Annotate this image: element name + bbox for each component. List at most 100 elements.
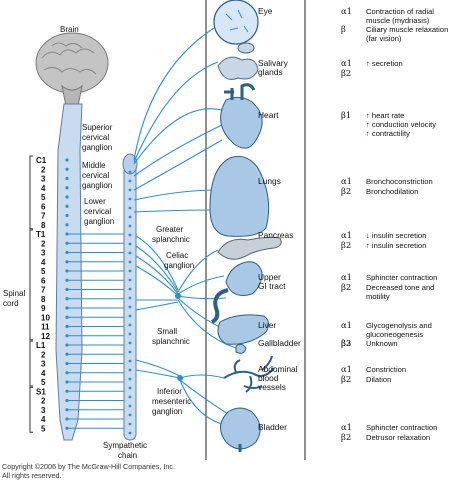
nerve-fiber: [133, 209, 219, 213]
effect-text: ↑ insulin secretion: [366, 241, 426, 250]
cord-dot: [65, 176, 69, 181]
nerve-fiber: [135, 301, 179, 311]
superior-cervical-label-3: ganglion: [82, 143, 112, 152]
segment-label: 5: [41, 424, 46, 433]
chain-dot: [128, 386, 132, 390]
segment-label: 6: [41, 276, 46, 285]
organ-name: Bladder: [258, 422, 287, 432]
cord-dot: [65, 232, 69, 236]
nerve-fiber: [133, 27, 215, 161]
superior-cervical-label-2: cervical: [82, 133, 109, 142]
effect-text: Ciliary muscle relaxation: [366, 25, 448, 34]
chain-dot: [128, 170, 132, 174]
organ-name: Upper: [258, 272, 281, 282]
receptor-label: α1: [341, 6, 352, 16]
inferior-mesenteric-label-3: ganglion: [152, 407, 182, 416]
cord-dot: [65, 417, 69, 421]
segment-label: T1: [36, 230, 46, 239]
organ-name: blood: [258, 373, 279, 383]
receptor-label: β: [341, 24, 346, 34]
nerve-fiber: [177, 249, 219, 293]
effect-text: muscle (mydriasis): [366, 16, 430, 25]
nerve-fiber: [135, 235, 179, 291]
cord-dot: [65, 389, 69, 393]
chain-dot: [128, 368, 132, 372]
nerve-fiber: [177, 295, 227, 300]
chain-dot: [128, 260, 132, 264]
cord-dot: [65, 167, 69, 171]
greater-splanchnic-label-1: Greater: [156, 225, 183, 234]
chain-dot: [128, 269, 132, 273]
nerve-fiber: [179, 374, 225, 379]
cord-dot: [65, 204, 69, 208]
cord-dot: [65, 380, 69, 384]
gallbladder-illustration: [235, 343, 247, 354]
segment-brackets: [29, 155, 33, 433]
chain-dot: [128, 287, 132, 291]
lungs-illustration: [209, 155, 270, 237]
segment-label: 2: [41, 239, 46, 248]
cord-dot: [65, 195, 69, 199]
receptor-label: β2: [341, 186, 351, 196]
cord-dot: [65, 260, 69, 264]
cord-dot: [65, 297, 69, 301]
brain-label: Brain: [60, 25, 79, 34]
effect-text: ↑ heart rate: [366, 111, 404, 120]
segment-bracket: [29, 340, 33, 387]
cord-dot: [65, 371, 69, 375]
chain-dot: [128, 188, 132, 192]
segment-bracket: [29, 229, 33, 341]
lower-cervical-label-3: ganglion: [84, 217, 114, 226]
eye-illustration: [213, 0, 259, 45]
receptor-label: β2: [341, 68, 351, 78]
lower-cervical-label-2: cervical: [84, 207, 111, 216]
cord-dot: [65, 223, 69, 227]
spinal-cord-shape: [55, 103, 83, 441]
nerve-fiber: [135, 255, 179, 295]
nerve-fiber: [133, 139, 223, 191]
organ-name: GI tract: [258, 281, 286, 291]
chain-dot: [128, 350, 132, 354]
nerve-fiber: [133, 61, 219, 163]
segment-label: 8: [41, 221, 46, 230]
effect-text: Decreased tone and: [366, 283, 434, 292]
organ-name: Abdominal: [258, 364, 298, 374]
cord-dot: [65, 324, 69, 329]
chain-dot: [128, 431, 132, 435]
sympathetic-chain-label-2: chain: [118, 451, 137, 460]
effect-text: ↑ conduction velocity: [366, 120, 436, 129]
organ-name: Pancreas: [258, 230, 293, 240]
effect-text: (far vision): [366, 34, 402, 43]
segment-label: 4: [41, 415, 46, 424]
segment-label: S1: [36, 387, 46, 396]
receptor-label: α1: [341, 422, 352, 432]
organ-name: vessels: [258, 382, 286, 392]
effect-text: Detrusor relaxation: [366, 433, 430, 442]
cord-dot: [65, 241, 69, 245]
cord-dot: [65, 343, 69, 347]
chain-dot: [128, 377, 132, 381]
organ-name: Salivary: [258, 58, 289, 68]
cord-dot: [65, 250, 69, 255]
nerve-fiber: [135, 245, 179, 293]
brain-illustration: [35, 32, 109, 107]
middle-cervical-label-3: ganglion: [82, 181, 112, 190]
chain-dot: [128, 422, 132, 426]
segment-label: 7: [41, 286, 46, 295]
ganglion-node: [175, 293, 181, 299]
heart-illustration: [220, 83, 263, 149]
cord-dot: [65, 334, 69, 338]
nerve-fiber: [177, 275, 225, 295]
chain-dot: [128, 395, 132, 399]
segment-bracket: [29, 386, 33, 433]
cord-dot: [65, 158, 69, 162]
effect-text: Contraction of radial: [366, 7, 434, 16]
organ-name: Eye: [258, 6, 273, 16]
middle-cervical-label-2: cervical: [82, 171, 109, 180]
receptor-label: β2: [341, 338, 351, 348]
organ-name: glands: [258, 67, 283, 77]
organ-name: Gallbladder: [258, 338, 301, 348]
cord-dot: [65, 287, 69, 292]
